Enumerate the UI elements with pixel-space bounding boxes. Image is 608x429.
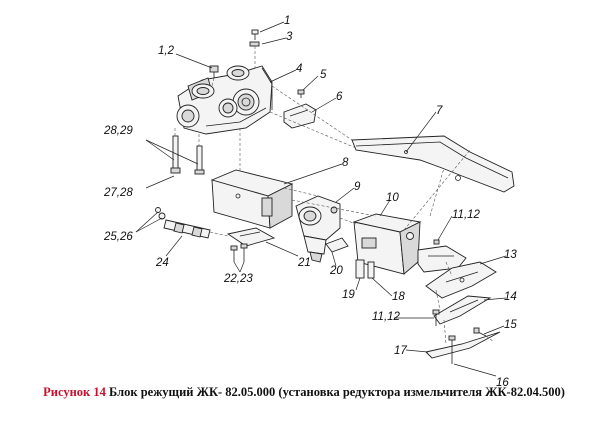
frame-beam-part-7 [351, 135, 515, 193]
callout-10: 10 [386, 192, 399, 204]
cutter-mount-part-10 [352, 213, 467, 275]
callout-18: 18 [392, 291, 405, 303]
figure-caption: Рисунок 14 Блок режущий ЖК- 82.05.000 (у… [0, 385, 608, 400]
bolt-part-11-12-upper [433, 239, 440, 245]
callout-1: 1 [284, 15, 290, 27]
washer-part-3 [249, 41, 260, 47]
callout-15: 15 [504, 319, 517, 331]
callout-21: 21 [297, 257, 311, 269]
callout-24: 24 [155, 257, 169, 269]
gearbox-housing-part-4 [176, 65, 273, 135]
callout-8: 8 [342, 157, 349, 169]
plate-part-21 [226, 227, 276, 247]
callout-11-12-upper: 11,12 [452, 209, 481, 221]
callout-5: 5 [320, 69, 327, 81]
bolt-part-1 [251, 29, 259, 40]
figure-title: Блок режущий ЖК- 82.05.000 (установка ре… [105, 385, 565, 399]
shaft-part-24 [155, 207, 211, 239]
pin-part-1-2 [209, 65, 219, 78]
callout-1-2: 1,2 [158, 45, 175, 57]
blade-part-14 [433, 295, 492, 325]
callout-4: 4 [296, 63, 302, 75]
callout-14: 14 [504, 291, 517, 303]
reducer-part-9 [295, 195, 341, 263]
knife-part-17 [425, 331, 501, 359]
figure-number: Рисунок 14 [43, 385, 106, 399]
callout-9: 9 [354, 181, 361, 193]
callout-19: 19 [342, 289, 355, 301]
spacer-part-19 [355, 259, 365, 279]
bracket-part-20 [325, 237, 349, 253]
tube-housing-part-8 [210, 169, 294, 229]
callout-6: 6 [336, 91, 343, 103]
spacer-part-18 [367, 261, 375, 279]
blade-part-13 [425, 261, 497, 299]
bolts-part-22-23 [230, 243, 248, 262]
bolts-part-28-29 [170, 135, 205, 175]
callout-7: 7 [436, 105, 443, 117]
bracket-part-6 [283, 103, 317, 129]
callout-28-29: 28,29 [103, 125, 133, 137]
callout-27-28: 27,28 [103, 187, 133, 199]
callout-16: 16 [496, 377, 509, 389]
pin-part-16 [448, 335, 456, 364]
bolt-part-5 [297, 89, 305, 98]
callout-3: 3 [286, 31, 293, 43]
callout-11-12-lower: 11,12 [372, 311, 401, 323]
callout-22-23: 22,23 [223, 273, 253, 285]
bolt-part-15 [473, 327, 487, 337]
callout-17: 17 [394, 345, 407, 357]
bolt-part-11-12-lower [432, 309, 440, 326]
callout-13: 13 [504, 249, 517, 261]
leader-lines [135, 21, 507, 377]
callout-25-26: 25,26 [103, 231, 133, 243]
callout-20: 20 [329, 265, 343, 277]
